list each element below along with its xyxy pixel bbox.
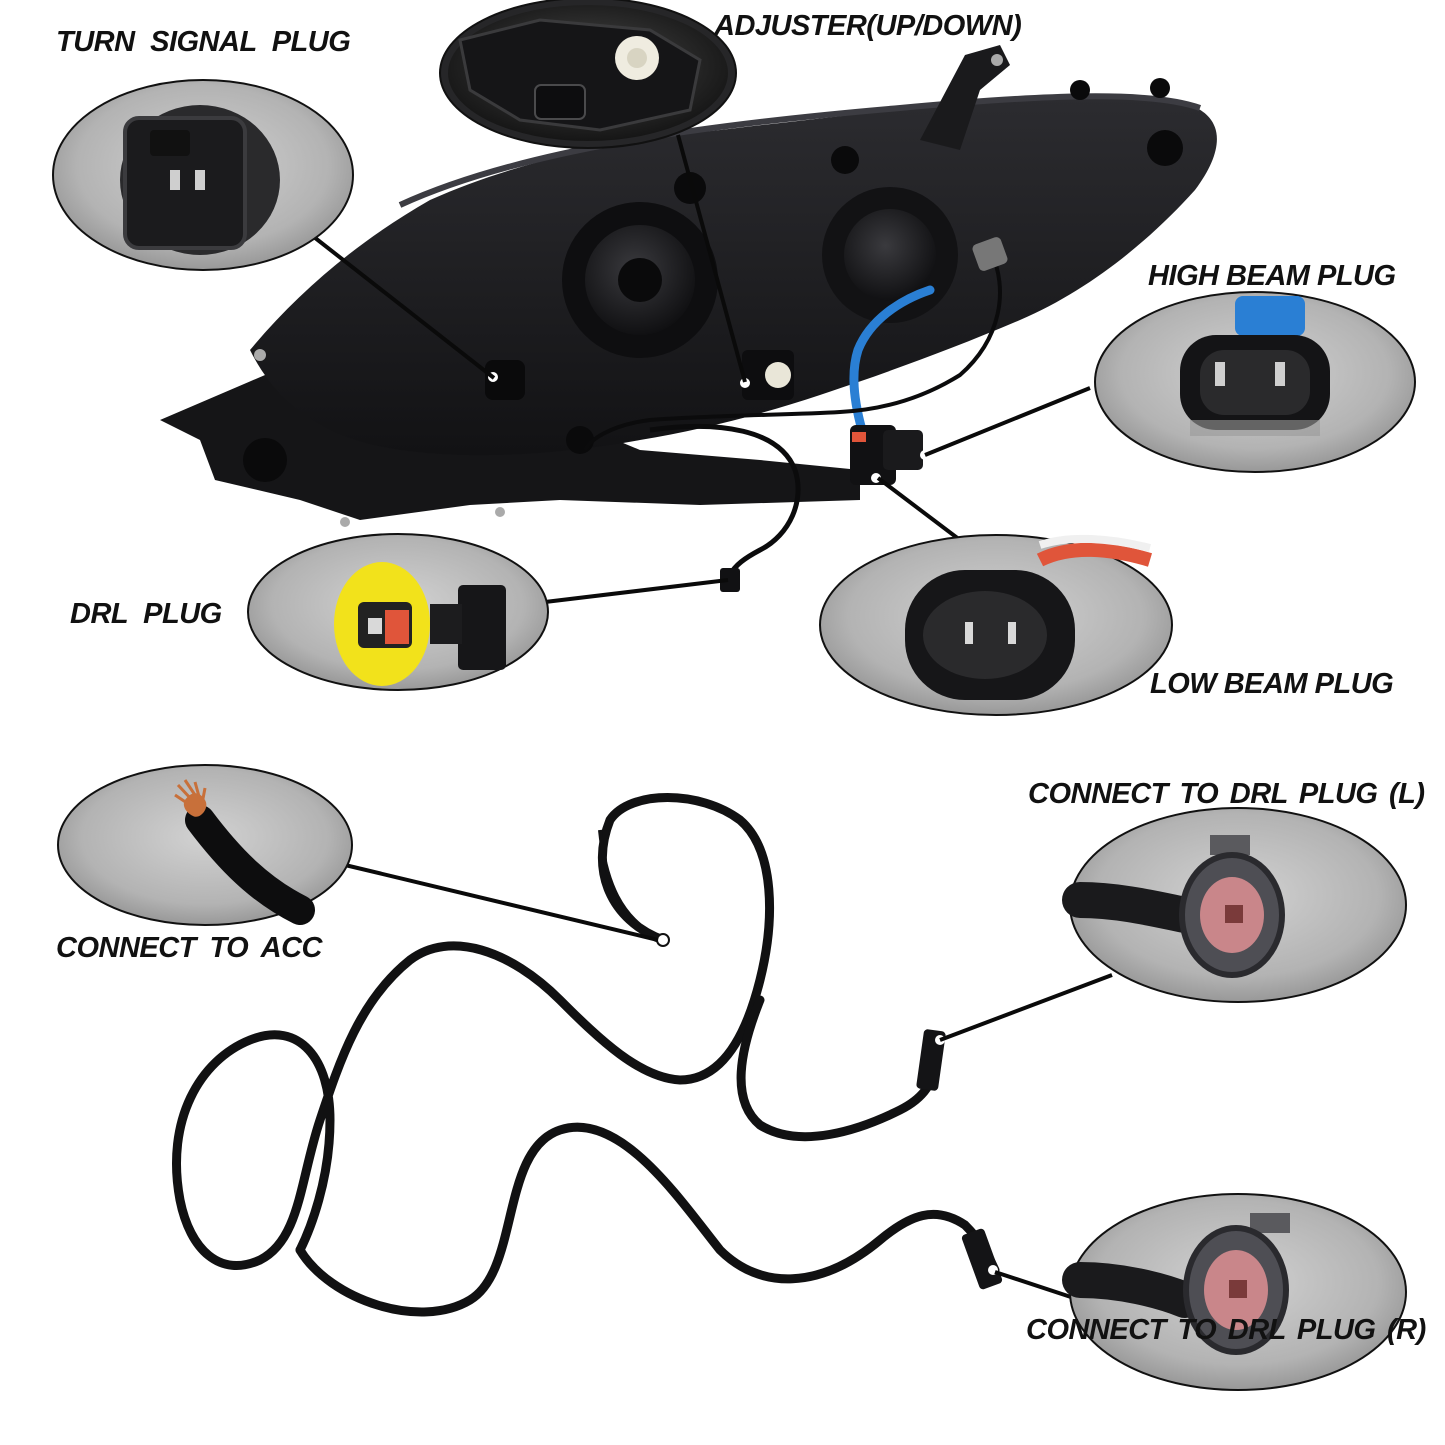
leader-low-beam bbox=[876, 476, 962, 542]
drl-right-inline-connector bbox=[961, 1228, 1003, 1290]
leader-high-beam bbox=[924, 386, 1091, 457]
callout-low-beam bbox=[819, 534, 1173, 716]
housing-top-edge bbox=[398, 93, 1202, 208]
adjuster-knob bbox=[765, 362, 791, 388]
harness-main-wire bbox=[172, 793, 774, 1270]
label-connect-drl-right: CONNECT TO DRL PLUG (R) bbox=[1026, 1314, 1426, 1346]
headlight-assembly bbox=[160, 45, 1217, 592]
bottom-leader-lines bbox=[344, 863, 1113, 1302]
housing-body bbox=[250, 94, 1217, 456]
label-adjuster: ADJUSTER(UP/DOWN) bbox=[714, 10, 1022, 42]
top-mount-bolt bbox=[991, 54, 1003, 66]
label-high-beam-plug: HIGH BEAM PLUG bbox=[1148, 260, 1396, 292]
callout-turn-signal bbox=[52, 79, 354, 271]
callout-drl-left bbox=[1062, 807, 1407, 1003]
high-beam-cap-center bbox=[844, 209, 936, 301]
leader-acc bbox=[344, 863, 659, 942]
top-leader-lines bbox=[303, 134, 1091, 604]
drl-inline-connector bbox=[720, 568, 740, 592]
label-low-beam-plug: LOW BEAM PLUG bbox=[1150, 668, 1394, 700]
label-drl-plug: DRL PLUG bbox=[70, 598, 222, 630]
leader-drl bbox=[544, 578, 729, 604]
harness-branch-right bbox=[295, 1122, 1000, 1317]
label-turn-signal-plug: TURN SIGNAL PLUG bbox=[56, 26, 351, 58]
harness-branch-left bbox=[736, 995, 940, 1142]
label-connect-acc: CONNECT TO ACC bbox=[56, 932, 323, 964]
high-beam-blue-wire bbox=[849, 285, 935, 435]
drl-lead-wire bbox=[649, 423, 801, 577]
callout-drl-right bbox=[1062, 1193, 1407, 1391]
callout-high-beam bbox=[1094, 291, 1416, 473]
turn-signal-socket bbox=[485, 360, 525, 400]
callout-acc bbox=[57, 764, 353, 926]
label-connect-drl-left: CONNECT TO DRL PLUG (L) bbox=[1028, 778, 1425, 810]
leader-drl-right bbox=[994, 1270, 1081, 1302]
callout-drl bbox=[247, 533, 549, 691]
high-beam-connector bbox=[883, 430, 923, 470]
acc-wire-end bbox=[656, 933, 670, 947]
lower-mount-hole bbox=[243, 438, 287, 482]
callout-adjuster bbox=[439, 0, 737, 149]
drl-harness bbox=[172, 793, 1003, 1317]
leader-turn-signal bbox=[303, 228, 496, 380]
top-mount-bracket bbox=[920, 45, 1010, 150]
leader-adjuster bbox=[676, 134, 747, 383]
acc-cable-photo bbox=[185, 805, 315, 925]
leader-drl-left bbox=[939, 973, 1113, 1042]
